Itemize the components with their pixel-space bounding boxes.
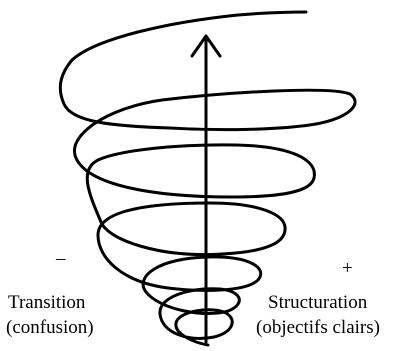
right-label-line1: Structuration — [268, 292, 368, 313]
spiral-curve — [58, 10, 357, 347]
axis-arrowhead-icon — [190, 34, 222, 58]
right-label-line2: (objectifs clairs) — [256, 317, 380, 338]
plus-sign: + — [342, 258, 353, 279]
minus-sign: – — [56, 248, 66, 269]
left-label-line2: (confusion) — [6, 317, 94, 338]
left-label-line1: Transition — [8, 292, 86, 313]
